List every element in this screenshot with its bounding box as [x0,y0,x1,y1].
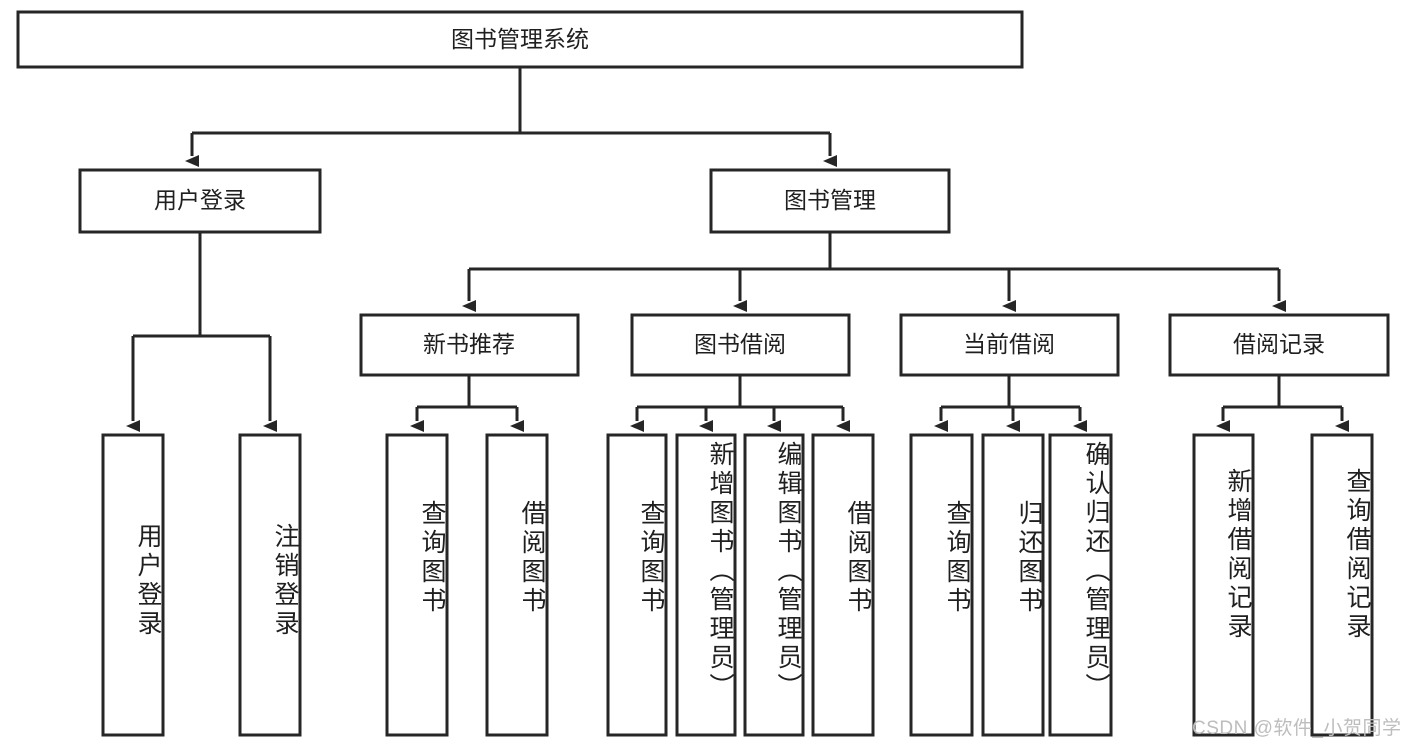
node-borrow-record-rect[interactable] [1168,313,1390,377]
connector-bookborrow-to-leaves [630,375,850,432]
node-book-manage-label: 图书管理 [784,187,876,213]
node-current-borrow-rect[interactable] [899,313,1120,377]
node-current-borrow[interactable]: 当前借阅 [899,313,1120,377]
node-new-book-recommend-label: 新书推荐 [423,331,515,357]
node-user-login-rect[interactable] [78,168,322,234]
node-new-book-recommend[interactable]: 新书推荐 [359,313,580,377]
node-new-book-recommend-rect[interactable] [359,313,580,377]
connector-currentborrow-to-leaves [934,375,1087,432]
node-leaf-add-book-rect[interactable] [675,433,737,737]
node-leaf-query-book-3-rect[interactable] [909,433,974,737]
node-leaf-borrow-book-2-rect[interactable] [811,433,875,737]
node-current-borrow-label: 当前借阅 [963,331,1055,357]
node-leaf-borrow-book-1-rect[interactable] [485,433,549,737]
node-leaf-add-record-rect[interactable] [1192,433,1255,737]
node-book-borrow-rect[interactable] [630,313,851,377]
node-leaf-query-book-1-rect[interactable] [385,433,449,737]
connector-userlogin-to-leaves [126,232,277,432]
node-root-label: 图书管理系统 [451,26,589,52]
node-book-borrow-label: 图书借阅 [694,331,786,357]
node-book-manage[interactable]: 图书管理 [709,168,951,234]
csdn-watermark: CSDN @软件_小贺同学 [1192,718,1402,739]
node-leaf-query-book-2-rect[interactable] [606,433,668,737]
connector-bookmanage-to-level3 [462,232,1286,312]
node-book-manage-rect[interactable] [709,168,951,234]
node-borrow-record[interactable]: 借阅记录 [1168,313,1390,377]
node-user-login[interactable]: 用户登录 [78,168,322,234]
connector-borrowrecord-to-leaves [1216,375,1349,432]
node-root-rect[interactable] [16,10,1024,69]
node-leaf-edit-book-rect[interactable] [743,433,805,737]
node-book-borrow[interactable]: 图书借阅 [630,313,851,377]
node-leaf-confirm-return-rect[interactable] [1048,433,1113,737]
node-root[interactable]: 图书管理系统 [16,10,1024,69]
node-leaf-user-login-rect[interactable] [101,433,165,737]
node-leaf-logout-rect[interactable] [238,433,302,737]
node-leaf-query-record-rect[interactable] [1310,433,1374,737]
connector-root-to-level2 [185,67,837,167]
node-borrow-record-label: 借阅记录 [1233,331,1325,357]
node-leaf-return-book-rect[interactable] [981,433,1045,737]
connector-newbook-to-leaves [410,375,524,432]
node-user-login-label: 用户登录 [154,187,246,213]
